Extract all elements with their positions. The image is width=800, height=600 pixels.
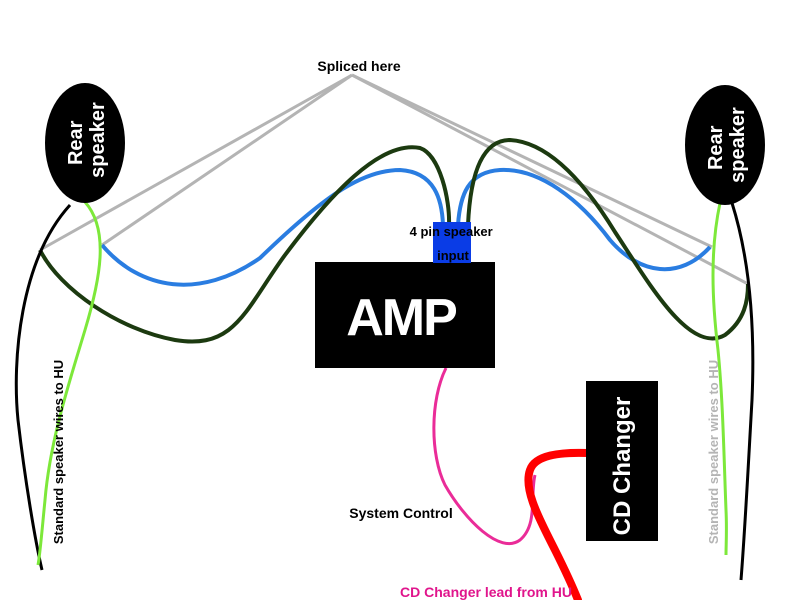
amp-box-body bbox=[315, 262, 495, 368]
blue-wire-right bbox=[456, 167, 712, 272]
rear-speaker-left-line2: speaker bbox=[87, 102, 109, 178]
darkgreen-wires bbox=[38, 137, 750, 344]
blue-wires bbox=[100, 167, 712, 287]
splice-line-left-inner bbox=[101, 73, 353, 247]
splice-line-right-inner bbox=[351, 73, 713, 249]
spliced-label: Spliced here bbox=[317, 58, 400, 74]
rear-speaker-right-line2: speaker bbox=[727, 107, 749, 183]
rear-speaker-left-line1: Rear bbox=[65, 120, 87, 165]
lime-wire-right bbox=[711, 202, 728, 556]
splice-lines bbox=[39, 73, 749, 286]
cd-changer-label: CD Changer bbox=[609, 397, 636, 536]
blue-wire-left bbox=[100, 167, 445, 287]
system-control-wire bbox=[432, 367, 537, 546]
four-pin-label-line2: input bbox=[437, 248, 469, 263]
lime-wire-left bbox=[36, 201, 102, 566]
four-pin-connector bbox=[433, 222, 471, 263]
black-wire-right bbox=[730, 202, 755, 581]
four-pin-label: 4 pin speaker input bbox=[410, 224, 497, 263]
black-wire-left bbox=[14, 203, 72, 571]
system-control-label: System Control bbox=[349, 505, 452, 521]
std-wires-left-label: Standard speaker wires to HU bbox=[51, 360, 66, 544]
cd-changer-box-body bbox=[586, 381, 658, 541]
rear-speaker-left-label: Rear speaker bbox=[65, 102, 109, 178]
cd-changer-box: CD Changer bbox=[586, 381, 658, 541]
cd-lead-label: CD Changer lead from HU bbox=[400, 584, 572, 600]
splice-line-left-outer bbox=[39, 73, 353, 252]
rear-speaker-right-line1: Rear bbox=[705, 125, 727, 170]
darkgreen-wire-right bbox=[466, 137, 750, 341]
four-pin-label-line1: 4 pin speaker bbox=[410, 224, 493, 239]
amp-box: AMP bbox=[315, 262, 495, 368]
cd-changer-lead-wire bbox=[524, 448, 592, 600]
darkgreen-wire-left bbox=[38, 145, 452, 344]
rear-speaker-right: Rear speaker bbox=[685, 85, 765, 205]
splice-line-right-outer bbox=[351, 73, 749, 286]
rear-speaker-left-body bbox=[45, 83, 125, 203]
lime-wires bbox=[36, 201, 728, 566]
std-wires-right-label: Standard speaker wires to HU bbox=[706, 360, 721, 544]
rear-speaker-left: Rear speaker bbox=[45, 83, 125, 203]
amp-label: AMP bbox=[346, 289, 456, 347]
rear-speaker-right-label: Rear speaker bbox=[705, 107, 749, 183]
rear-speaker-right-body bbox=[685, 85, 765, 205]
black-wires bbox=[14, 202, 755, 581]
